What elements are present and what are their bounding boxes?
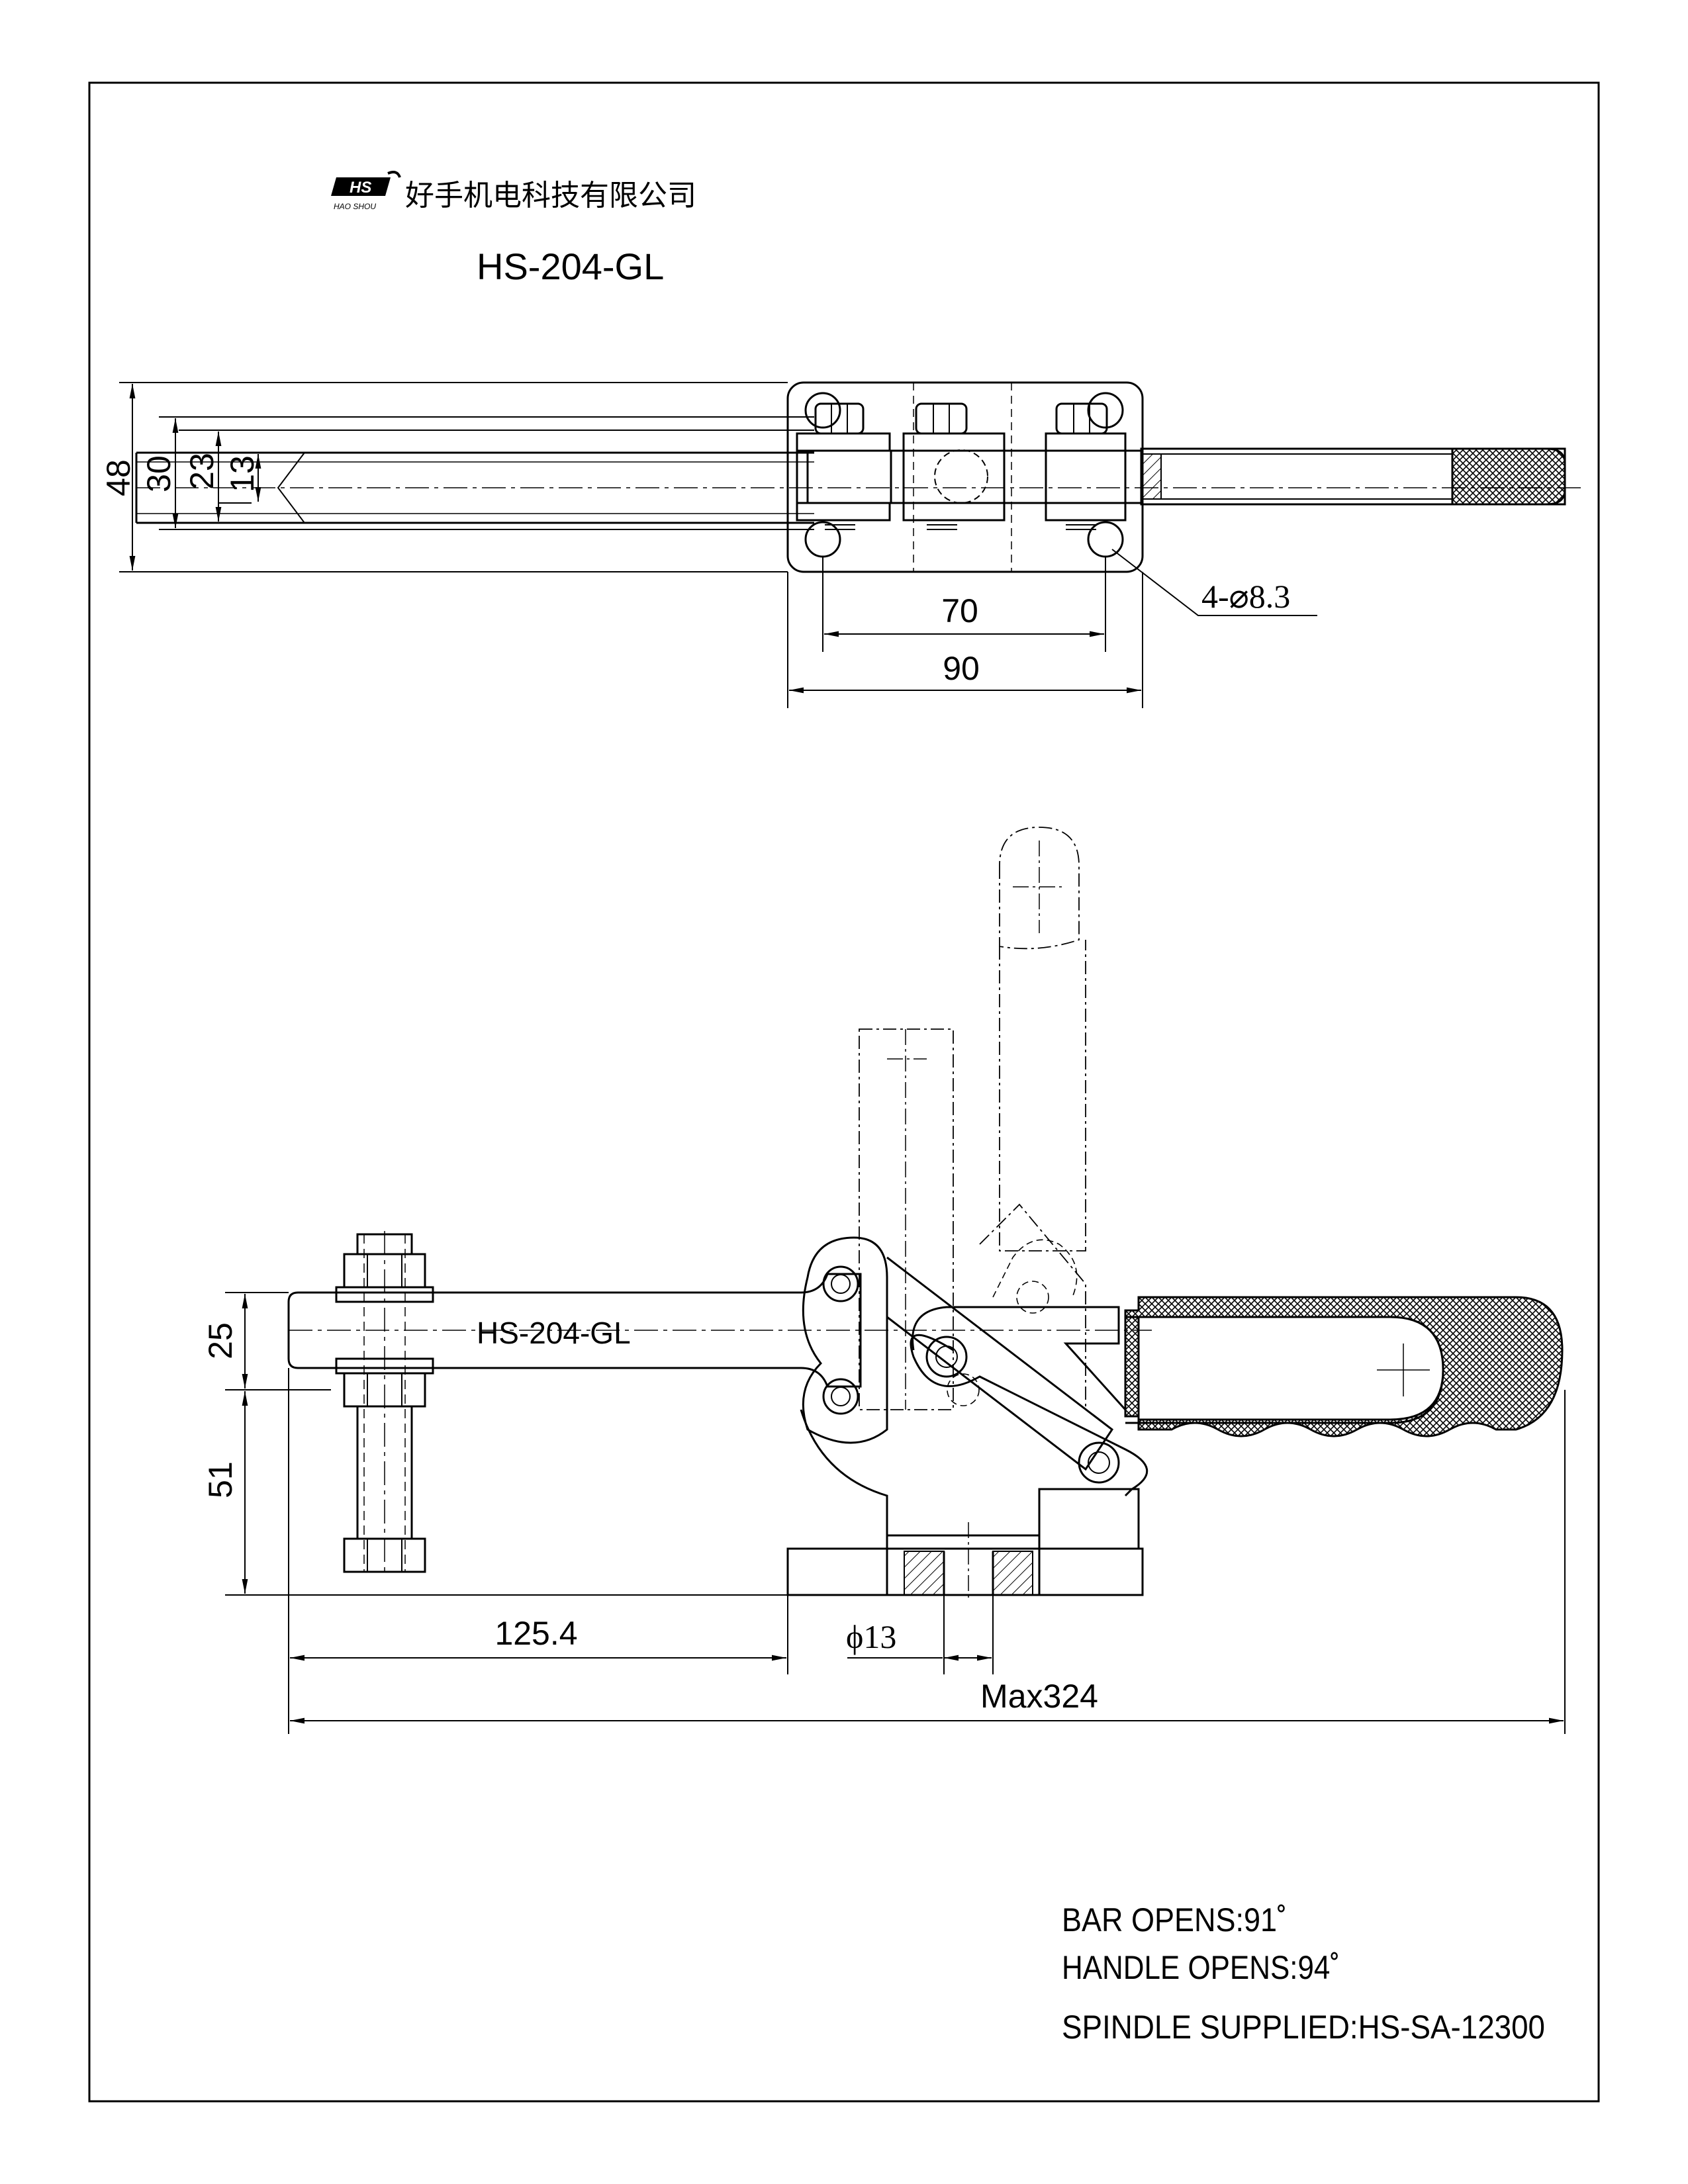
dim-51: 51	[202, 1461, 239, 1498]
threaded-bore-left	[904, 1551, 945, 1596]
side-view-dimensions	[225, 1292, 1566, 1734]
link-plate	[902, 432, 1006, 452]
dim-70: 70	[941, 592, 978, 629]
bar-pivot-lug	[802, 1236, 888, 1444]
phantom-open-handle	[859, 827, 1086, 1410]
spec-notes: BAR OPENS:91˚ HANDLE OPENS:94˚ SPINDLE S…	[1062, 1901, 1545, 2046]
dim-125-4: 125.4	[494, 1615, 577, 1652]
part-label: HS-204-GL	[477, 1316, 631, 1350]
dim-23: 23	[183, 453, 220, 490]
pivot-pin	[925, 1336, 968, 1378]
hole-callout: 4-⌀8.3	[1201, 578, 1290, 615]
dim-max-length: Max324	[980, 1678, 1098, 1715]
link-plate	[796, 432, 891, 452]
pivot-pin	[822, 1378, 859, 1415]
top-view	[135, 381, 1585, 573]
dim-13: 13	[224, 455, 261, 492]
note-spindle-supplied: SPINDLE SUPPLIED:HS-SA-12300	[1062, 2009, 1545, 2046]
company-logo: HS HAO SHOU	[331, 171, 401, 211]
threaded-bore-right	[992, 1551, 1033, 1596]
dim-90: 90	[943, 650, 980, 687]
model-title: HS-204-GL	[477, 246, 664, 287]
mounting-hole	[1087, 392, 1124, 429]
dim-bore: ϕ13	[846, 1618, 896, 1655]
toggle-link	[886, 1256, 1114, 1471]
dim-25: 25	[202, 1322, 239, 1359]
bolt-head	[1055, 402, 1108, 435]
link-plate	[902, 502, 1006, 522]
drawing-border	[88, 81, 1600, 2103]
logo-text: HS	[350, 179, 371, 197]
bolt-head	[915, 402, 968, 435]
dim-48: 48	[100, 459, 137, 496]
side-view-base	[786, 1547, 1144, 1596]
side-view	[287, 827, 1564, 1602]
company-header: HS HAO SHOU 好手机电科技有限公司 HS-204-GL	[331, 171, 696, 287]
mounting-hole	[804, 392, 841, 429]
link-plate	[1045, 502, 1127, 522]
handle-grip	[1451, 447, 1566, 506]
note-bar-opens: BAR OPENS:91˚	[1062, 1901, 1287, 1938]
mount-stand	[800, 1409, 1140, 1549]
pivot-pin	[822, 1265, 859, 1302]
link-plate	[1045, 432, 1127, 452]
dim-30: 30	[140, 455, 177, 492]
handle-body	[910, 1334, 1149, 1497]
company-name: 好手机电科技有限公司	[405, 179, 696, 212]
logo-subtext: HAO SHOU	[334, 202, 376, 211]
pivot-pin	[1078, 1441, 1120, 1484]
clamp-bar	[287, 1273, 862, 1388]
pivot-block	[796, 449, 1143, 504]
note-handle-opens: HANDLE OPENS:94˚	[1062, 1949, 1340, 1986]
top-view-dimensions	[119, 382, 1317, 708]
bolt-threads	[825, 520, 1096, 530]
mounting-hole	[804, 521, 841, 558]
mounting-hole	[1087, 521, 1124, 558]
link-plate	[796, 502, 891, 522]
bolt-head	[814, 402, 865, 435]
